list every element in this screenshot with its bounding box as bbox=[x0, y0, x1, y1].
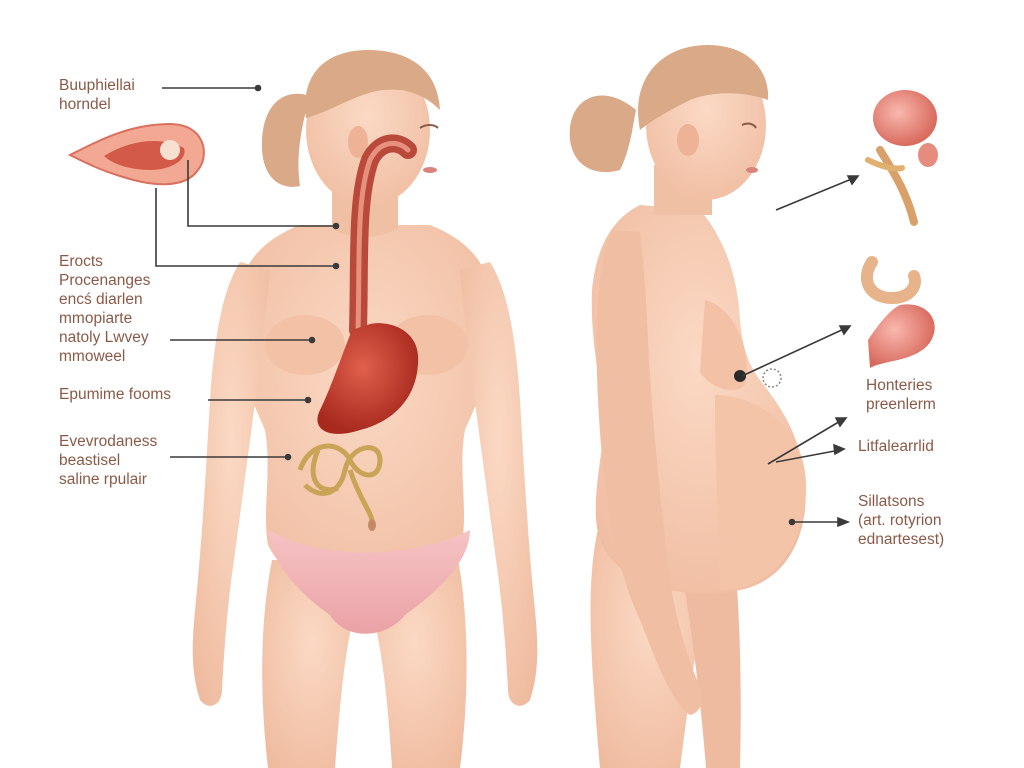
label-litfalearrlid: Litfalearrlid bbox=[858, 438, 934, 455]
front-view-figure bbox=[192, 50, 538, 768]
label-epumime: Epumime fooms bbox=[59, 386, 171, 403]
stomach-cross-section-icon bbox=[67, 122, 205, 186]
stomach-duodenum-icon bbox=[860, 256, 935, 368]
label-hontenes: Honteries preenlerm bbox=[866, 377, 936, 413]
side-view-figure bbox=[569, 45, 807, 768]
label-top-left: Buuphiellai horndel bbox=[59, 77, 135, 113]
label-bottom-left: Evevrodaness beastisel saline rpulair bbox=[59, 433, 158, 488]
label-mid-left: Erocts Procenanges encś diarlen mmopiart… bbox=[59, 253, 151, 365]
gallbladder-organ-icon bbox=[865, 90, 938, 226]
leader-lines bbox=[155, 84, 860, 528]
label-sillatsons: Sillatsons (art. rotyrion ednartesest) bbox=[858, 493, 945, 548]
